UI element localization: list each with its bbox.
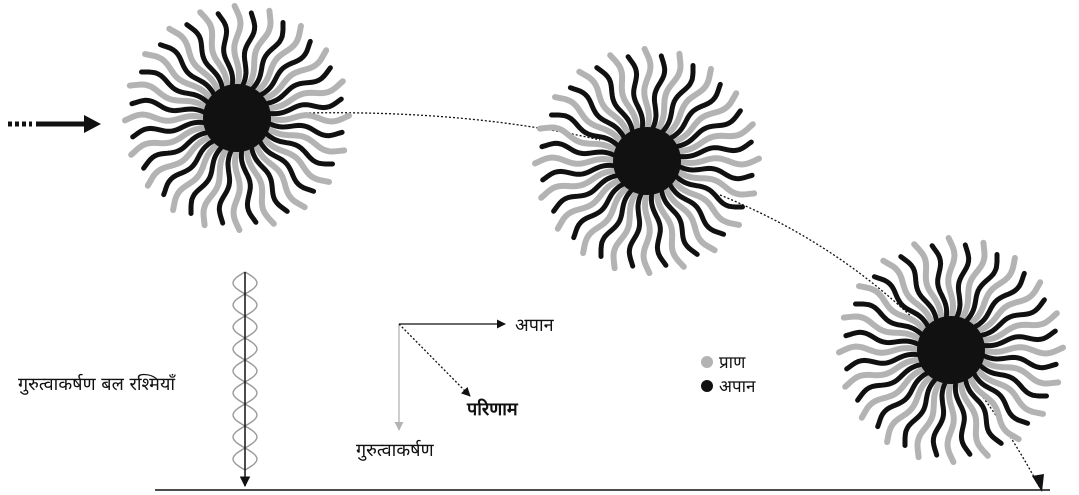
legend-label-apan: अपान — [719, 377, 756, 397]
legend: प्राण अपान — [701, 353, 756, 397]
gravity-rays-label: गुरुत्वाकर्षण बल रश्मियाँ — [18, 373, 176, 395]
pran-ray — [677, 158, 759, 164]
dashed-arrow-icon — [8, 115, 101, 133]
wave-icon — [233, 272, 257, 486]
result-label: परिणाम — [466, 398, 519, 420]
pran-ray — [839, 347, 921, 353]
gravity-vector-label: गुरुत्वाकर्षण — [356, 439, 435, 461]
sun-core — [917, 316, 985, 384]
legend-swatch-pran — [701, 356, 713, 368]
sun-icon — [535, 49, 759, 273]
legend-label-pran: प्राण — [719, 353, 746, 373]
apan-vector-label: अपान — [515, 315, 555, 336]
sun-core — [613, 127, 681, 195]
pran-ray — [948, 380, 954, 462]
pran-ray — [948, 238, 954, 320]
result-vector — [399, 324, 470, 396]
pran-ray — [535, 158, 617, 164]
sun-icon — [839, 238, 1063, 462]
pran-ray — [234, 6, 240, 88]
pran-ray — [644, 49, 650, 131]
pran-ray — [981, 347, 1063, 353]
legend-swatch-apan — [701, 380, 713, 392]
pran-ray — [644, 191, 650, 273]
sun-icon — [125, 6, 349, 230]
pran-ray — [125, 115, 207, 121]
pran-ray — [234, 148, 240, 230]
sun-core — [203, 84, 271, 152]
pran-ray — [267, 115, 349, 121]
